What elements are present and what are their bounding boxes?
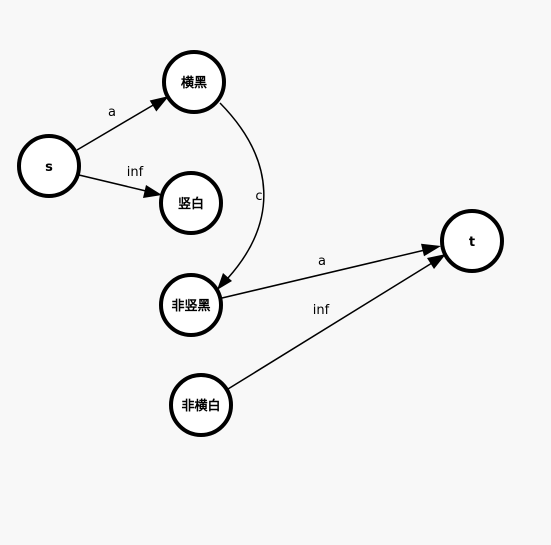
- node-s: s: [17, 134, 81, 198]
- node-circle: [159, 273, 223, 337]
- arrow-head: [217, 273, 232, 290]
- node-label: 非横白: [181, 398, 220, 414]
- edge-label: inf: [313, 303, 330, 318]
- node-label: 非竖黑: [171, 298, 210, 314]
- edge-line: [78, 174, 147, 192]
- node-heng-hei: 横黑: [162, 50, 226, 114]
- node-circle: [162, 50, 226, 114]
- edge-line: [221, 249, 426, 299]
- node-circle: [17, 134, 81, 198]
- edge-s-to-heng-hei: a: [76, 96, 169, 151]
- arrow-head: [149, 96, 169, 112]
- node-t: t: [440, 209, 504, 273]
- node-label: 横黑: [181, 75, 207, 91]
- edge-fei-heng-bai-to-t: inf: [227, 254, 446, 390]
- edge-line: [227, 262, 433, 390]
- node-fei-heng-bai: 非横白: [169, 373, 233, 437]
- nodes: s 横黑 竖白 非竖黑 t 非横白: [17, 50, 504, 437]
- node-shu-bai: 竖白: [159, 171, 223, 235]
- arrow-head: [427, 254, 446, 269]
- node-label: s: [45, 160, 53, 175]
- edge-heng-hei-to-fei-shu-hei: c: [217, 102, 265, 290]
- edge-label: a: [318, 254, 326, 269]
- node-circle: [440, 209, 504, 273]
- arrow-head: [143, 185, 162, 198]
- edge-s-to-shu-bai: inf: [78, 165, 162, 198]
- node-label: t: [469, 235, 475, 250]
- edge-line: [219, 102, 265, 279]
- node-fei-shu-hei: 非竖黑: [159, 273, 223, 337]
- node-circle: [159, 171, 223, 235]
- node-circle: [169, 373, 233, 437]
- edges: a inf c a inf: [76, 96, 446, 390]
- edge-fei-shu-hei-to-t: a: [221, 243, 441, 299]
- edge-label: a: [108, 105, 116, 120]
- edge-label: c: [255, 189, 262, 204]
- arrow-head: [421, 243, 441, 257]
- edge-line: [76, 103, 156, 151]
- edge-label: inf: [127, 165, 144, 180]
- node-label: 竖白: [178, 196, 204, 212]
